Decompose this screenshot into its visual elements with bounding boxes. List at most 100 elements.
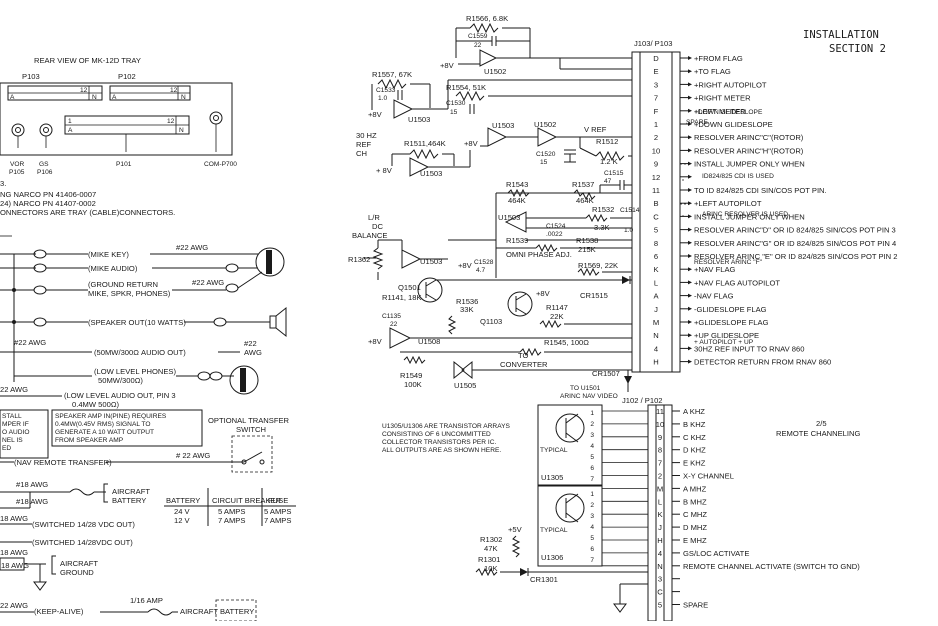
resistor-label: R1538 <box>576 236 598 245</box>
j102-pin-label: B MHZ <box>683 497 707 506</box>
supply-label: +5V <box>508 525 523 534</box>
diode-label: CR1507 <box>592 369 620 378</box>
j103-pin-label: INSTALL JUMPER ONLY WHEN <box>694 160 805 169</box>
opamp-icon <box>409 157 430 177</box>
pin-extra-label: ARINC RESOLVER IS USED <box>702 211 788 218</box>
j102-pin-id: C <box>657 588 663 597</box>
input-label: REF <box>356 140 372 149</box>
com-jack <box>209 111 223 125</box>
j102-pin-id: L <box>658 497 662 506</box>
header-installation: INSTALLATION <box>803 29 879 41</box>
j103-pin-label: RESOLVER ARINC"H"(ROTOR) <box>694 146 804 155</box>
ic-label: U1503 <box>408 115 430 124</box>
label-optional-switch: OPTIONAL TRANSFER <box>208 416 290 425</box>
supply-label: +8V <box>458 261 473 270</box>
j102-pin-id: H <box>657 536 662 545</box>
ic-label: U1508 <box>418 337 440 346</box>
resistor-label: R1537 <box>572 180 594 189</box>
pin-extra-label: RESOLVER ARINC "F" <box>694 259 763 266</box>
ic-label: U1502 <box>484 67 506 76</box>
label-awg: 18 AWG <box>1 561 29 570</box>
label-awg: #22 <box>244 339 257 348</box>
capacitor-value: 15 <box>450 109 458 116</box>
j102-pin-label: E MHZ <box>683 536 707 545</box>
tray-pin-label: N <box>179 127 184 134</box>
j102-pin-label: GS/LOC ACTIVATE <box>683 549 749 558</box>
label-awg: AWG <box>244 348 262 357</box>
j103-pin-id: J <box>654 305 658 314</box>
j103-pin-id: 4 <box>654 344 658 353</box>
j103-pin-id: 8 <box>654 239 658 248</box>
array-pin-id: 2 <box>590 502 594 509</box>
array-pin-id: 1 <box>590 410 594 417</box>
label-awg: #22 AWG <box>176 243 208 252</box>
resistor-icon <box>535 243 558 253</box>
pin-extra-label: SPARE <box>686 119 708 126</box>
note-text: MPER IF <box>2 421 29 428</box>
label-switched-out: (SWITCHED 14/28VDC OUT) <box>32 538 133 547</box>
note-line: 24) NARCO PN 41407-0002 <box>0 199 96 208</box>
speaker-amp-note-box <box>51 409 203 447</box>
j103-pin-label: +FROM FLAG <box>694 54 743 63</box>
j103-pin-id: C <box>653 212 659 221</box>
input-label: BALANCE <box>352 231 387 240</box>
j102-pin-label: REMOTE CHANNEL ACTIVATE (SWITCH TO GND) <box>683 562 860 571</box>
array-pin-id: 3 <box>590 432 594 439</box>
note-text: CONSISTING OF 6 UNCOMMITTED <box>382 431 491 438</box>
label-low-audio: (LOW LEVEL AUDIO OUT, PIN 3 <box>64 391 176 400</box>
u1305-array <box>537 404 603 486</box>
label-awg: # 22 AWG <box>176 451 210 460</box>
capacitor-value: 22 <box>474 42 482 49</box>
resistor-value: 464K <box>576 196 594 205</box>
array-pin-id: 7 <box>590 557 594 564</box>
potentiometer-icon <box>403 355 426 365</box>
label-awg: 18 AWG <box>0 548 28 557</box>
j102-pin-label: E KHZ <box>683 459 706 468</box>
potentiometer-icon <box>372 247 384 270</box>
resistor-icon <box>577 267 600 277</box>
resistor-label: R1566, 6.8K <box>466 14 508 23</box>
input-label: DC <box>372 222 383 231</box>
j102-title: J102 / P102 <box>622 396 663 405</box>
note-line: NG NARCO PN 41406-0007 <box>0 190 96 199</box>
j102-pin-id: 4 <box>658 549 662 558</box>
j103-pin-id: K <box>653 265 658 274</box>
j103-pin-label: +LEFT METER <box>694 107 746 116</box>
resistor-label: R1557, 67K <box>372 70 412 79</box>
supply-label: +8V <box>368 337 383 346</box>
resistor-icon <box>377 78 407 90</box>
note-line: ONNECTORS ARE TRAY (CABLE)CONNECTORS. <box>0 208 175 217</box>
input-label: L/R <box>368 213 380 222</box>
input-label: 30 HZ <box>356 131 377 140</box>
j102-pin-label: A KHZ <box>683 407 705 416</box>
j102-pin-label: D KHZ <box>683 446 706 455</box>
transistor-label: Q1103 <box>480 317 502 326</box>
resistor-label: R1511,464K <box>404 139 446 148</box>
label-aircraft-battery: AIRCRAFT BATTERY <box>180 607 254 616</box>
pin-extra-label: + AUTOPILOT + UP <box>694 339 754 346</box>
tray-p105-label: P105 <box>9 169 25 176</box>
j102-pin-id: 8 <box>658 446 662 455</box>
remote-channeling-title: REMOTE CHANNELING <box>776 429 860 438</box>
label-awg: 18 AWG <box>0 514 28 523</box>
remote-channeling-count: 2/5 <box>816 419 827 428</box>
tray-vor-label: VOR <box>10 161 25 168</box>
supply-label: +8V <box>536 289 551 298</box>
j103-pin-label: +GLIDESLOPE FLAG <box>694 318 769 327</box>
label-nav-transfer: (NAV REMOTE TRANSFER) <box>14 458 112 467</box>
resistor-icon <box>585 213 608 223</box>
j103-pin-id: F <box>654 107 659 116</box>
transistor-icon <box>555 413 585 443</box>
note-line: 3. <box>0 179 6 188</box>
resistor-label: R1569, 22K <box>578 261 618 270</box>
label-ground-return-2: MIKE, SPKR, PHONES) <box>88 289 171 298</box>
j103-pin-id: L <box>654 278 658 287</box>
tray-p106-label: P106 <box>37 169 53 176</box>
capacitor-value: 1.0 <box>624 227 633 234</box>
buffer-icon <box>453 360 465 380</box>
breaker-icon <box>69 488 95 496</box>
supply-label: +8V <box>440 61 455 70</box>
